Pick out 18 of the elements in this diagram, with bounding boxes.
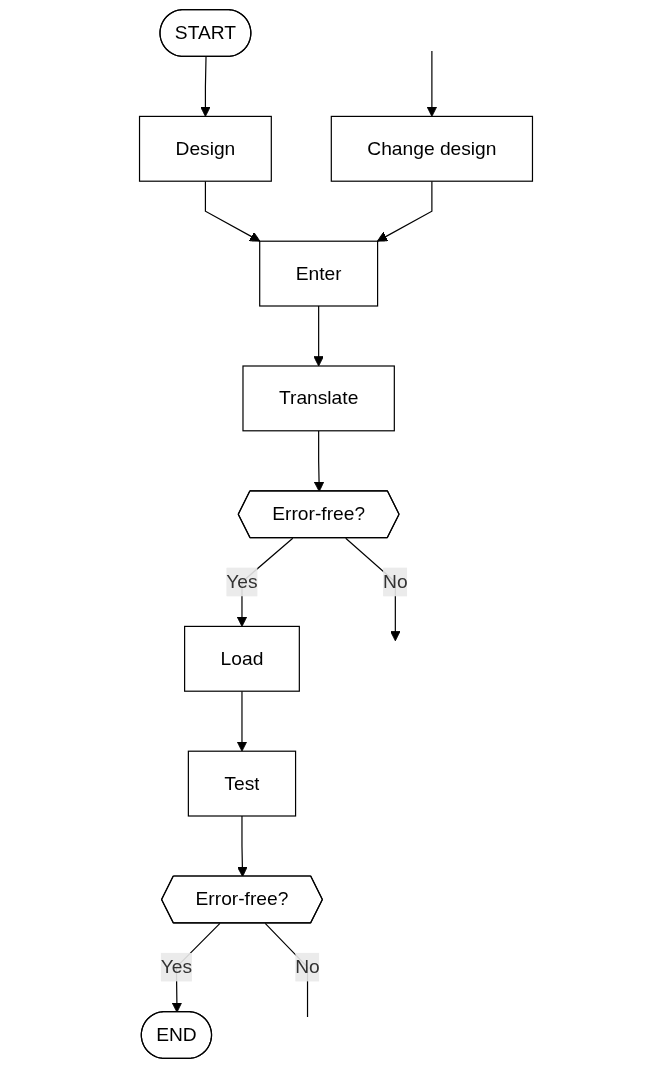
node-box: Change design [330,115,534,182]
edge-label: No [383,571,408,592]
edge-label: Yes [226,571,258,592]
arrow [200,56,211,117]
arrow [237,815,248,878]
node-box: Test [187,750,297,817]
arrow [313,430,325,492]
edge-label: No [295,956,320,977]
node-box: Design [138,115,272,182]
arrow [313,305,324,367]
node-box: Translate [242,365,395,432]
arrow [376,180,433,242]
node-box: Enter [259,240,379,307]
node-box: Load [184,625,300,692]
arrow [236,690,248,752]
arrow [204,180,261,242]
arrow [426,50,438,117]
edge-label: Yes [160,956,193,977]
